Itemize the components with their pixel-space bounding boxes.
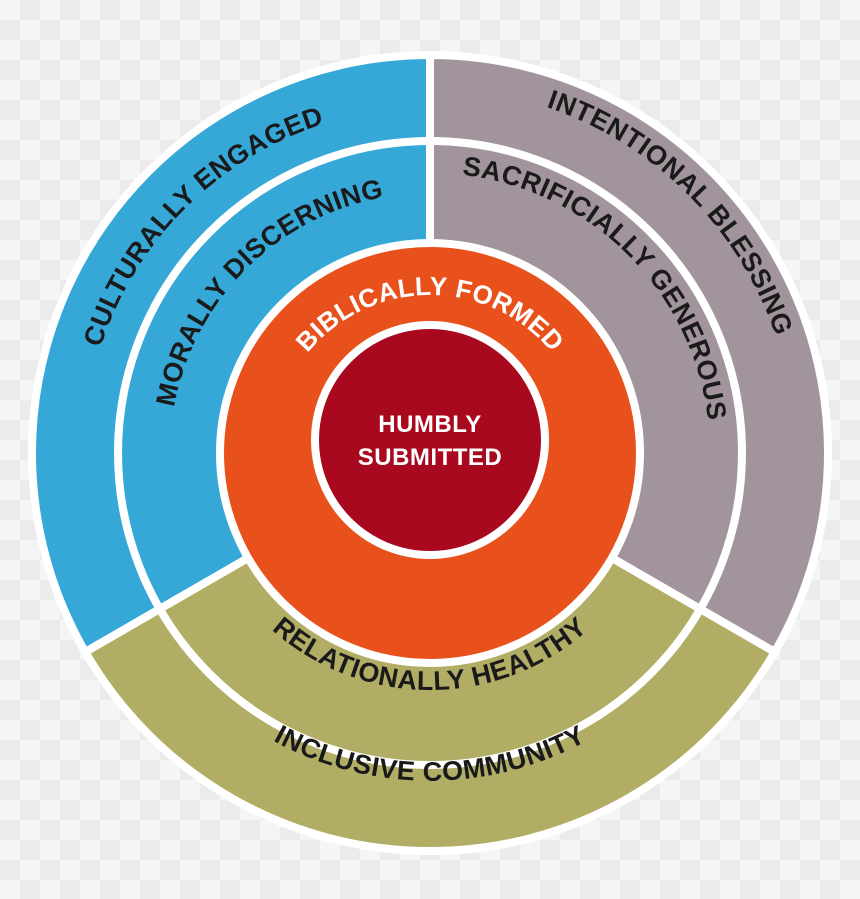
center-humbly-submitted — [311, 321, 549, 559]
band-divider — [114, 137, 746, 769]
center-label-line1: HUMBLY — [378, 411, 481, 438]
center-label-line2: SUBMITTED — [358, 444, 503, 471]
